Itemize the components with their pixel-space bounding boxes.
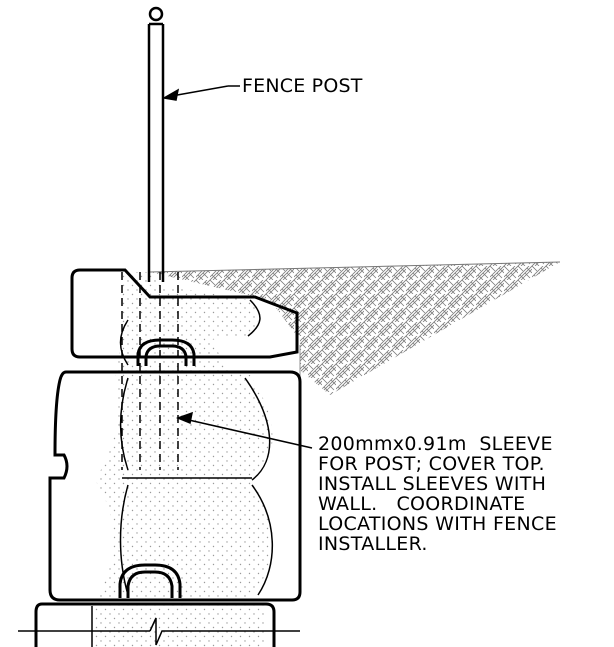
wall-block-lower [34,602,276,647]
sleeve-note-line-1: 200mmx0.91m SLEEVE [318,433,553,455]
fence-post [147,6,165,282]
fence-post-leader [161,85,240,101]
break-line [18,617,300,646]
block-handhold-upper [136,338,196,366]
sleeve-note-line-5: LOCATIONS WITH FENCE [318,513,557,535]
fence-post-label: FENCE POST [242,75,363,97]
wall-block-upper [48,370,302,602]
sleeve-note-line-4: WALL. COORDINATE [318,493,526,515]
cap-block [70,268,299,359]
block-core-lines [91,299,273,647]
sleeve-note-line-3: INSTALL SLEEVES WITH [318,473,547,495]
post-sleeve [121,272,179,470]
sleeve-leader [175,411,313,449]
sleeve-note: 200mmx0.91m SLEEVE FOR POST; COVER TOP. … [318,434,557,554]
sleeve-note-line-2: FOR POST; COVER TOP. [318,453,545,475]
block-handhold-lower [118,563,182,598]
sleeve-note-line-6: INSTALLER. [318,533,428,555]
